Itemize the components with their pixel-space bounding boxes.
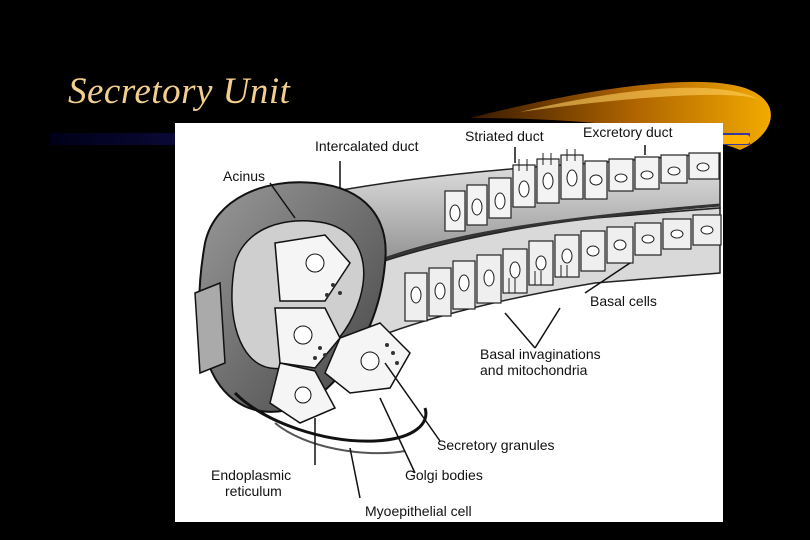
secretory-unit-figure: Intercalated duct Striated duct Excretor… (175, 123, 723, 522)
label-excretory-duct: Excretory duct (583, 125, 672, 140)
label-acinus: Acinus (223, 169, 265, 184)
label-endoplasmic-reticulum-1: Endoplasmic (211, 468, 291, 483)
label-basal-invaginations-1: Basal invaginations (480, 347, 601, 362)
label-secretory-granules: Secretory granules (437, 438, 555, 453)
label-basal-invaginations-2: and mitochondria (480, 363, 587, 378)
label-basal-cells: Basal cells (590, 294, 657, 309)
label-golgi-bodies: Golgi bodies (405, 468, 483, 483)
label-intercalated-duct: Intercalated duct (315, 139, 419, 154)
label-striated-duct: Striated duct (465, 129, 544, 144)
slide-title: Secretory Unit (68, 70, 290, 113)
label-endoplasmic-reticulum-2: reticulum (225, 484, 282, 499)
label-myoepithelial-cell: Myoepithelial cell (365, 504, 472, 519)
